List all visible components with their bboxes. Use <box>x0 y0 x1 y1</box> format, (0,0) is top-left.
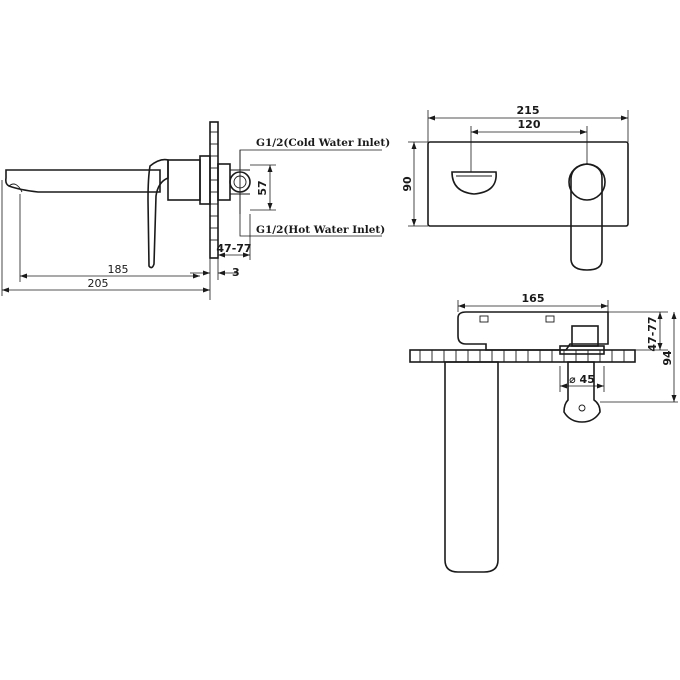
spout-tip-curve <box>8 183 23 193</box>
wall-flange <box>199 155 211 205</box>
handle-ring <box>559 345 605 355</box>
dim-diameter: ⌀ 45 <box>569 373 595 386</box>
top-view: 165 47-77 94 ⌀ 45 <box>409 292 678 573</box>
dim-plate-width: 215 <box>517 104 540 117</box>
valve-body <box>167 159 201 201</box>
front-wall-plate <box>427 141 629 227</box>
cold-inlet-label: G1/2(Cold Water Inlet) <box>256 137 390 149</box>
top-spout <box>444 361 499 573</box>
cold-inlet-leader <box>239 149 382 170</box>
spout-outline <box>5 169 161 193</box>
dim-wall-thickness: 3 <box>232 266 240 279</box>
dim-spout-reach: 185 <box>108 263 129 276</box>
dim-overall-length: 205 <box>88 277 109 290</box>
dim-wall-range: 47-77 <box>216 242 251 255</box>
valve-housing <box>217 163 231 201</box>
dim-inlet-spacing: 57 <box>256 180 269 195</box>
dim-center-distance: 120 <box>518 118 541 131</box>
dim-plate-height: 90 <box>401 176 414 192</box>
front-handle-lever <box>570 163 603 271</box>
side-view: G1/2(Cold Water Inlet) G1/2(Hot Water In… <box>1 121 390 300</box>
cartridge <box>571 325 599 347</box>
top-handle <box>563 361 601 423</box>
front-view: 215 120 90 <box>401 104 629 271</box>
top-wall-plate-ticks <box>419 350 625 362</box>
dim-overall-depth: 94 <box>661 350 674 366</box>
dim-spout-length: 165 <box>522 292 545 305</box>
wall-plate <box>209 121 219 259</box>
spout-outlet <box>451 171 497 195</box>
handle-lever <box>147 158 169 269</box>
wall-plate-ticks <box>210 131 218 241</box>
concealed-body <box>457 311 609 351</box>
hot-inlet-leader <box>239 194 382 237</box>
hot-inlet-label: G1/2(Hot Water Inlet) <box>256 224 385 236</box>
top-dim-wall-range: 47-77 <box>646 316 659 351</box>
